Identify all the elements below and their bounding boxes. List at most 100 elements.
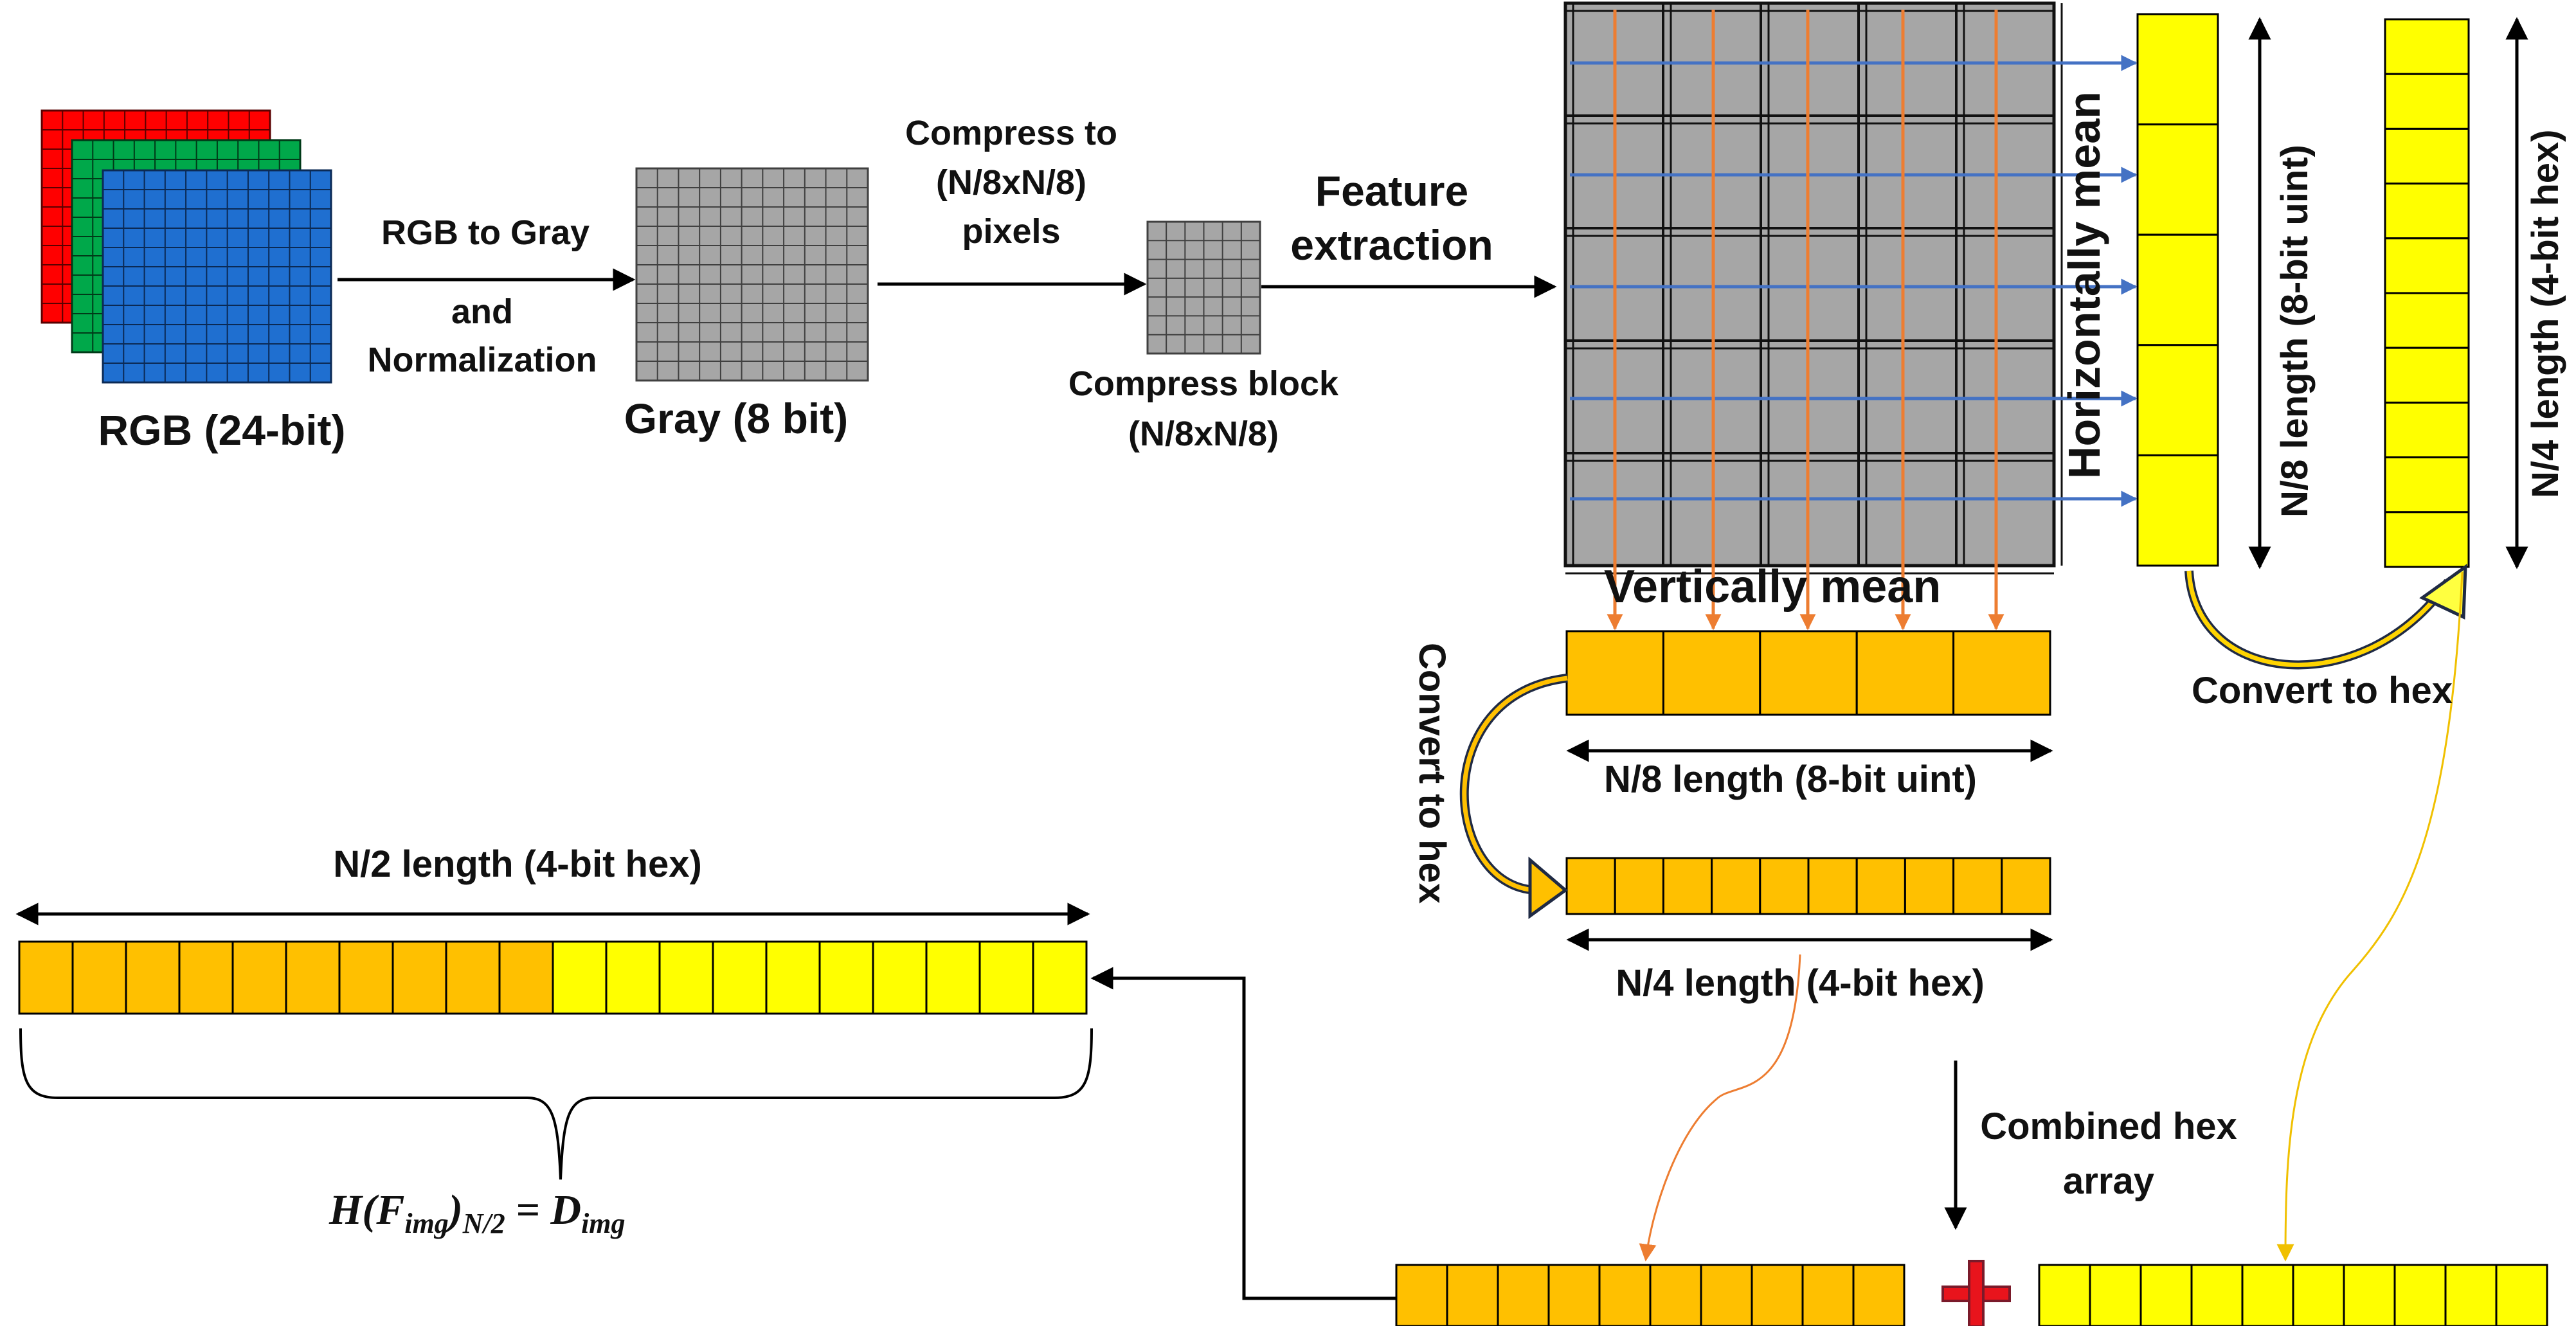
array-cell	[978, 940, 1034, 1015]
combined-yellow-array	[2038, 1264, 2548, 1326]
array-cell	[2384, 346, 2470, 404]
array-cell	[231, 940, 287, 1015]
n8-uint-horizontal-label: N/8 length (8-bit uint)	[1604, 758, 1977, 800]
array-cell	[498, 940, 554, 1015]
array-cell	[2292, 1264, 2345, 1326]
array-cell	[285, 940, 341, 1015]
compress-to-line1: Compress to	[905, 114, 1118, 152]
array-cell	[1952, 630, 2051, 716]
array-cell	[2136, 123, 2219, 236]
array-cell	[2136, 13, 2219, 126]
convert-hex-left-head	[1528, 856, 1569, 919]
array-cell	[2495, 1264, 2548, 1326]
array-cell	[2343, 1264, 2396, 1326]
array-cell	[1952, 857, 2003, 915]
array-cell	[2384, 401, 2470, 459]
compress-to-line2: (N/8xN/8)	[935, 163, 1087, 202]
array-cell	[1497, 1264, 1550, 1326]
array-cell	[338, 940, 394, 1015]
array-cell	[1395, 1264, 1448, 1326]
array-cell	[1700, 1264, 1753, 1326]
combined-orange-array	[1395, 1264, 1905, 1326]
array-cell	[2001, 857, 2051, 915]
array-cell	[1759, 857, 1810, 915]
array-cell	[2384, 292, 2470, 349]
array-cell	[2190, 1264, 2244, 1326]
horizontally-mean-label: Horizontally mean	[2059, 91, 2109, 479]
array-cell	[872, 940, 928, 1015]
array-cell	[2038, 1264, 2091, 1326]
horizontal-mean-vector-uint	[2136, 13, 2219, 567]
array-cell	[2384, 183, 2470, 240]
array-cell	[2089, 1264, 2142, 1326]
formula-h: H	[329, 1187, 363, 1233]
convert-hex-right-curve	[2184, 570, 2452, 670]
array-cell	[1446, 1264, 1499, 1326]
compress-to-line3: pixels	[962, 212, 1061, 251]
array-cell	[392, 940, 447, 1015]
array-cell	[1711, 857, 1761, 915]
array-cell	[445, 940, 501, 1015]
to-final-hash-arrow	[1090, 967, 1396, 1300]
array-cell	[2384, 456, 2470, 514]
convert-hex-right-label: Convert to hex	[2191, 670, 2453, 712]
formula-f: F	[376, 1187, 405, 1233]
array-cell	[1662, 630, 1761, 716]
vertical-mean-vector-uint	[1565, 630, 2051, 716]
grid-background	[635, 167, 869, 382]
array-cell	[1547, 1264, 1601, 1326]
array-cell	[1904, 857, 1955, 915]
and-label: and	[451, 292, 514, 331]
vertically-mean-label: Vertically mean	[1604, 561, 1941, 613]
feature-label-line2: extraction	[1290, 221, 1493, 269]
formula-img-sub: img	[404, 1208, 449, 1240]
array-cell	[2384, 73, 2470, 130]
array-cell	[1801, 1264, 1855, 1326]
gray-label: Gray (8 bit)	[624, 395, 849, 442]
array-cell	[71, 940, 127, 1015]
vertical-mean-vector-hex	[1565, 857, 2051, 915]
orange-connector	[1639, 954, 1801, 1262]
convert-hex-left-curve-inner	[1462, 676, 1568, 893]
array-cell	[2384, 18, 2470, 75]
n8-uint-vertical-label: N/8 length (8-bit uint)	[2274, 145, 2316, 517]
array-cell	[2384, 511, 2470, 568]
hash-formula: H(Fimg)N/2 = Dimg	[329, 1187, 626, 1240]
array-cell	[125, 940, 181, 1015]
final-array-brace	[19, 1028, 1093, 1180]
array-cell	[18, 940, 74, 1015]
formula-d: D	[550, 1187, 582, 1233]
rgb-to-gray-label: RGB to Gray	[381, 213, 590, 252]
grid-background	[1563, 1, 2056, 568]
array-cell	[552, 940, 608, 1015]
array-cell	[712, 940, 768, 1015]
array-cell	[1751, 1264, 1804, 1326]
array-cell	[1759, 630, 1858, 716]
convert-hex-left-label: Convert to hex	[1411, 643, 1453, 904]
array-cell	[765, 940, 821, 1015]
array-cell	[658, 940, 714, 1015]
array-cell	[2444, 1264, 2498, 1326]
vertical-mean-arrows	[1607, 10, 2004, 631]
array-cell	[1807, 857, 1858, 915]
rgb-blue-layer	[102, 169, 332, 384]
array-cell	[2136, 454, 2219, 567]
plus-sign	[1941, 1260, 2011, 1326]
array-cell	[2393, 1264, 2447, 1326]
formula-d-sub: img	[581, 1208, 626, 1240]
formula-equals: =	[516, 1187, 540, 1233]
array-cell	[1662, 857, 1713, 915]
array-cell	[178, 940, 234, 1015]
array-cell	[2384, 237, 2470, 294]
grid-background	[102, 169, 332, 384]
compress-block-grid	[1146, 220, 1261, 355]
compress-block-line1: Compress block	[1068, 364, 1339, 403]
convert-hex-left-curve	[1459, 674, 1568, 895]
array-cell	[925, 940, 981, 1015]
n2-hex-label: N/2 length (4-bit hex)	[333, 843, 702, 885]
array-cell	[1565, 630, 1664, 716]
array-cell	[1598, 1264, 1652, 1326]
array-cell	[1032, 940, 1088, 1015]
